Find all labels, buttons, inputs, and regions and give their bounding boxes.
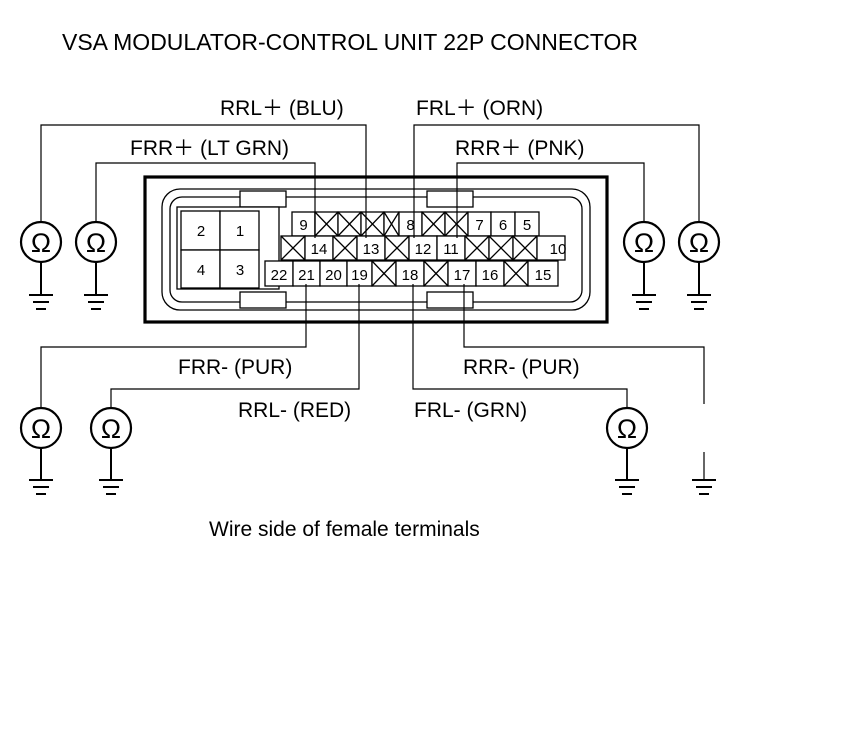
svg-text:Ω: Ω — [617, 414, 637, 444]
ground-icon — [692, 479, 716, 495]
svg-text:Ω: Ω — [31, 414, 51, 444]
svg-text:16: 16 — [482, 267, 499, 284]
empty-cavity — [371, 260, 397, 287]
ground-icon — [687, 262, 711, 310]
svg-text:Ω: Ω — [634, 228, 654, 258]
label-rrr-minus: RRR- (PUR) — [463, 356, 580, 379]
empty-cavity — [337, 211, 362, 237]
ground-icon — [84, 262, 108, 310]
ohmmeter-icon: Ω — [622, 220, 666, 264]
terminal-3: 3 — [219, 249, 260, 289]
label-frl-plus: FRL＋ (ORN) — [416, 97, 543, 120]
footer-caption: Wire side of female terminals — [209, 518, 480, 541]
ground-icon — [29, 448, 53, 495]
svg-text:2: 2 — [197, 223, 205, 240]
ohmmeter-icon: Ω — [677, 220, 721, 264]
empty-cavity — [503, 260, 529, 287]
svg-text:19: 19 — [351, 267, 368, 284]
terminal-2: 2 — [180, 210, 221, 251]
svg-text:1: 1 — [236, 223, 244, 240]
svg-text:9: 9 — [299, 217, 307, 234]
ohmmeter-icon: Ω — [89, 406, 133, 450]
svg-text:21: 21 — [298, 267, 315, 284]
terminal-4: 4 — [180, 249, 221, 289]
ground-icon — [99, 448, 123, 495]
empty-cavity — [280, 235, 306, 261]
svg-text:3: 3 — [236, 262, 244, 279]
label-frr-minus: FRR- (PUR) — [178, 356, 292, 379]
ground-icon — [615, 448, 639, 495]
svg-text:11: 11 — [443, 241, 459, 258]
terminal-15: 15 — [527, 260, 559, 287]
terminal-13: 13 — [356, 235, 386, 261]
svg-text:8: 8 — [406, 217, 414, 234]
terminal-7: 7 — [467, 211, 492, 237]
terminal-8: 8 — [398, 211, 423, 237]
terminal-5: 5 — [514, 211, 540, 237]
ground-icon — [29, 262, 53, 310]
svg-text:Ω: Ω — [86, 228, 106, 258]
terminal-17: 17 — [447, 260, 477, 287]
empty-cavity — [314, 211, 339, 237]
svg-text:12: 12 — [415, 241, 432, 258]
terminal-22: 22 — [264, 260, 294, 287]
terminal-14: 14 — [304, 235, 334, 261]
empty-cavity — [464, 235, 490, 261]
empty-cavity — [332, 235, 358, 261]
label-frr-plus: FRR＋ (LT GRN) — [130, 137, 289, 160]
ohmmeter-icon: Ω — [605, 406, 649, 450]
ohmmeter-icon: Ω — [19, 406, 63, 450]
svg-text:5: 5 — [523, 217, 531, 234]
svg-text:Ω: Ω — [31, 228, 51, 258]
terminal-20: 20 — [319, 260, 348, 287]
svg-text:7: 7 — [475, 217, 483, 234]
svg-text:18: 18 — [402, 267, 419, 284]
diagram-title: VSA MODULATOR-CONTROL UNIT 22P CONNECTOR — [62, 29, 638, 55]
empty-cavity — [421, 211, 446, 237]
svg-text:Ω: Ω — [689, 228, 709, 258]
terminal-18: 18 — [395, 260, 425, 287]
label-rrr-plus: RRR＋ (PNK) — [455, 137, 585, 160]
svg-text:10: 10 — [550, 241, 567, 258]
empty-cavity — [384, 235, 410, 261]
svg-text:6: 6 — [499, 217, 507, 234]
svg-text:17: 17 — [454, 267, 471, 284]
svg-text:Ω: Ω — [101, 414, 121, 444]
terminal-10: 10 — [536, 235, 567, 261]
empty-cavity — [360, 211, 385, 237]
ohmmeter-icon: Ω — [74, 220, 118, 264]
svg-text:14: 14 — [311, 241, 328, 258]
terminal-9: 9 — [291, 211, 316, 237]
terminal-1: 1 — [219, 210, 260, 251]
ground-icon — [632, 262, 656, 310]
svg-text:22: 22 — [271, 267, 288, 284]
ohmmeter-icon: Ω — [19, 220, 63, 264]
empty-cavity — [423, 260, 449, 287]
terminal-19: 19 — [346, 260, 373, 287]
terminal-6: 6 — [490, 211, 516, 237]
terminal-12: 12 — [408, 235, 438, 261]
svg-text:13: 13 — [363, 241, 380, 258]
empty-cavity — [512, 235, 538, 261]
terminal-21: 21 — [292, 260, 321, 287]
label-rrl-minus: RRL- (RED) — [238, 399, 351, 422]
svg-text:20: 20 — [325, 267, 342, 284]
empty-cavity — [383, 211, 400, 237]
terminal-11: 11 — [436, 235, 466, 261]
terminal-16: 16 — [475, 260, 505, 287]
svg-text:15: 15 — [535, 267, 552, 284]
probe-wires — [40, 124, 705, 480]
empty-cavity — [488, 235, 514, 261]
label-frl-minus: FRL- (GRN) — [414, 399, 527, 422]
label-rrl-plus: RRL＋ (BLU) — [220, 97, 344, 120]
svg-text:4: 4 — [197, 262, 205, 279]
